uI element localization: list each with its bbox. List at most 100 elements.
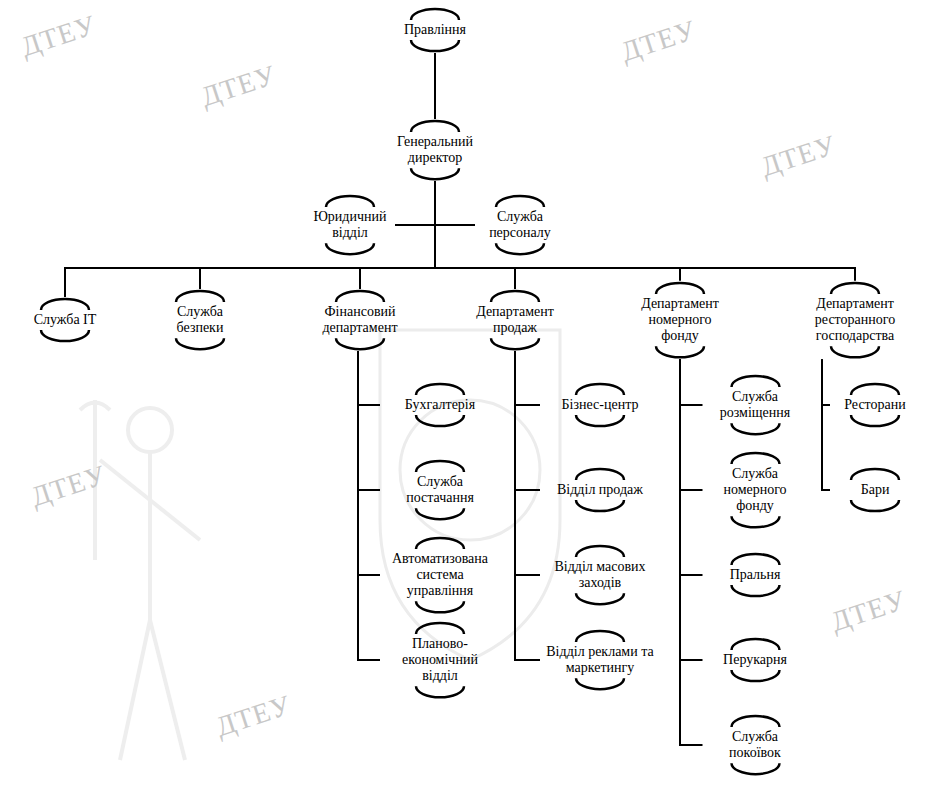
bottom-arc — [416, 508, 464, 519]
bottom-arc — [576, 415, 624, 426]
bottom-arc — [851, 500, 899, 511]
org-unit: Служба номерного фонду — [703, 451, 808, 529]
org-connector — [358, 351, 380, 575]
bottom-arc — [176, 338, 224, 349]
top-arc — [576, 631, 624, 642]
org-connector — [515, 351, 540, 490]
top-arc — [731, 639, 779, 650]
bottom-arc — [731, 585, 779, 596]
watermark-text: ДТЕУ — [17, 9, 100, 63]
top-arc — [656, 283, 704, 294]
org-unit: Відділ реклами та маркетингу — [540, 629, 660, 691]
org-connector — [435, 181, 475, 225]
unit-name: Служба персоналу — [479, 209, 561, 241]
unit-name: Служба безпеки — [154, 304, 246, 336]
org-unit: Бари — [830, 467, 920, 513]
unit-name: Департамент номерного фонду — [629, 296, 731, 344]
org-unit: Перукарня — [703, 637, 808, 683]
org-connector — [360, 181, 435, 289]
org-connector — [680, 359, 703, 405]
bottom-arc — [731, 670, 779, 681]
top-arc — [731, 376, 779, 387]
org-connector — [822, 359, 830, 405]
bottom-arc — [656, 346, 704, 357]
org-connector — [358, 351, 380, 490]
top-arc — [416, 461, 464, 472]
unit-name: Відділ масових заходів — [544, 559, 656, 591]
org-connector — [65, 181, 435, 297]
org-connector — [200, 181, 435, 289]
bottom-arc — [416, 415, 464, 426]
top-arc — [731, 716, 779, 727]
org-unit: Юридичний відділ — [305, 194, 395, 256]
org-connector — [435, 181, 855, 281]
org-connector — [395, 181, 435, 225]
unit-name: Відділ продаж — [544, 482, 656, 498]
emblem-shield — [380, 330, 560, 660]
org-unit: Департамент ресторанного господарства — [800, 281, 910, 359]
unit-name: Планово-економічний відділ — [384, 636, 496, 684]
unit-name: Ресторани — [834, 397, 916, 413]
unit-name: Бухгалтерія — [384, 397, 496, 413]
org-unit: Пральня — [703, 552, 808, 598]
watermark-text: ДТЕУ — [27, 459, 110, 513]
top-arc — [411, 121, 459, 132]
org-unit: Служба постачання — [380, 459, 500, 521]
org-unit: Відділ продаж — [540, 467, 660, 513]
org-connector — [822, 359, 830, 490]
org-unit: Департамент номерного фонду — [625, 281, 735, 359]
top-arc — [41, 299, 89, 310]
unit-name: Департамент ресторанного господарства — [804, 296, 906, 344]
top-arc — [491, 291, 539, 302]
unit-name: Фінансовий департамент — [309, 304, 411, 336]
bottom-arc — [411, 168, 459, 179]
bottom-arc — [731, 516, 779, 527]
unit-name: Перукарня — [707, 652, 804, 668]
org-unit: Служба ІТ — [15, 297, 115, 343]
unit-name: Служба постачання — [384, 474, 496, 506]
org-connector — [434, 53, 436, 119]
unit-name: Автоматизована система управління — [384, 551, 496, 599]
watermark-text: ДТЕУ — [212, 689, 295, 743]
org-unit: Правління — [385, 7, 485, 53]
unit-name: Пральня — [707, 567, 804, 583]
bottom-arc — [831, 346, 879, 357]
org-connector — [680, 359, 703, 575]
hermes-figure — [80, 400, 200, 760]
unit-name: Департамент продаж — [464, 304, 566, 336]
bottom-arc — [416, 601, 464, 612]
bottom-arc — [576, 593, 624, 604]
bottom-arc — [491, 338, 539, 349]
org-unit: Департамент продаж — [460, 289, 570, 351]
top-arc — [416, 384, 464, 395]
unit-name: Юридичний відділ — [309, 209, 391, 241]
top-arc — [576, 469, 624, 480]
org-unit: Бізнес-центр — [540, 382, 660, 428]
unit-name: Служба покоївок — [707, 729, 804, 761]
unit-name: Бізнес-центр — [544, 397, 656, 413]
org-connector — [680, 359, 703, 490]
bottom-arc — [416, 686, 464, 697]
top-arc — [416, 623, 464, 634]
org-unit: Служба безпеки — [150, 289, 250, 351]
bottom-arc — [731, 423, 779, 434]
top-arc — [831, 283, 879, 294]
org-connector — [515, 351, 540, 405]
org-unit: Планово-економічний відділ — [380, 621, 500, 699]
org-connector — [515, 351, 540, 575]
org-unit: Генеральний директор — [385, 119, 485, 181]
bottom-arc — [731, 763, 779, 774]
bottom-arc — [576, 678, 624, 689]
watermark-text: ДТЕУ — [827, 584, 910, 638]
org-unit: Служба персоналу — [475, 194, 565, 256]
bottom-arc — [336, 338, 384, 349]
bottom-arc — [576, 500, 624, 511]
org-connector — [680, 359, 703, 745]
unit-name: Відділ реклами та маркетингу — [544, 644, 656, 676]
unit-name: Правління — [389, 22, 481, 38]
top-arc — [851, 469, 899, 480]
watermark-text: ДТЕУ — [757, 129, 840, 183]
unit-name: Бари — [834, 482, 916, 498]
org-connector — [358, 351, 380, 660]
